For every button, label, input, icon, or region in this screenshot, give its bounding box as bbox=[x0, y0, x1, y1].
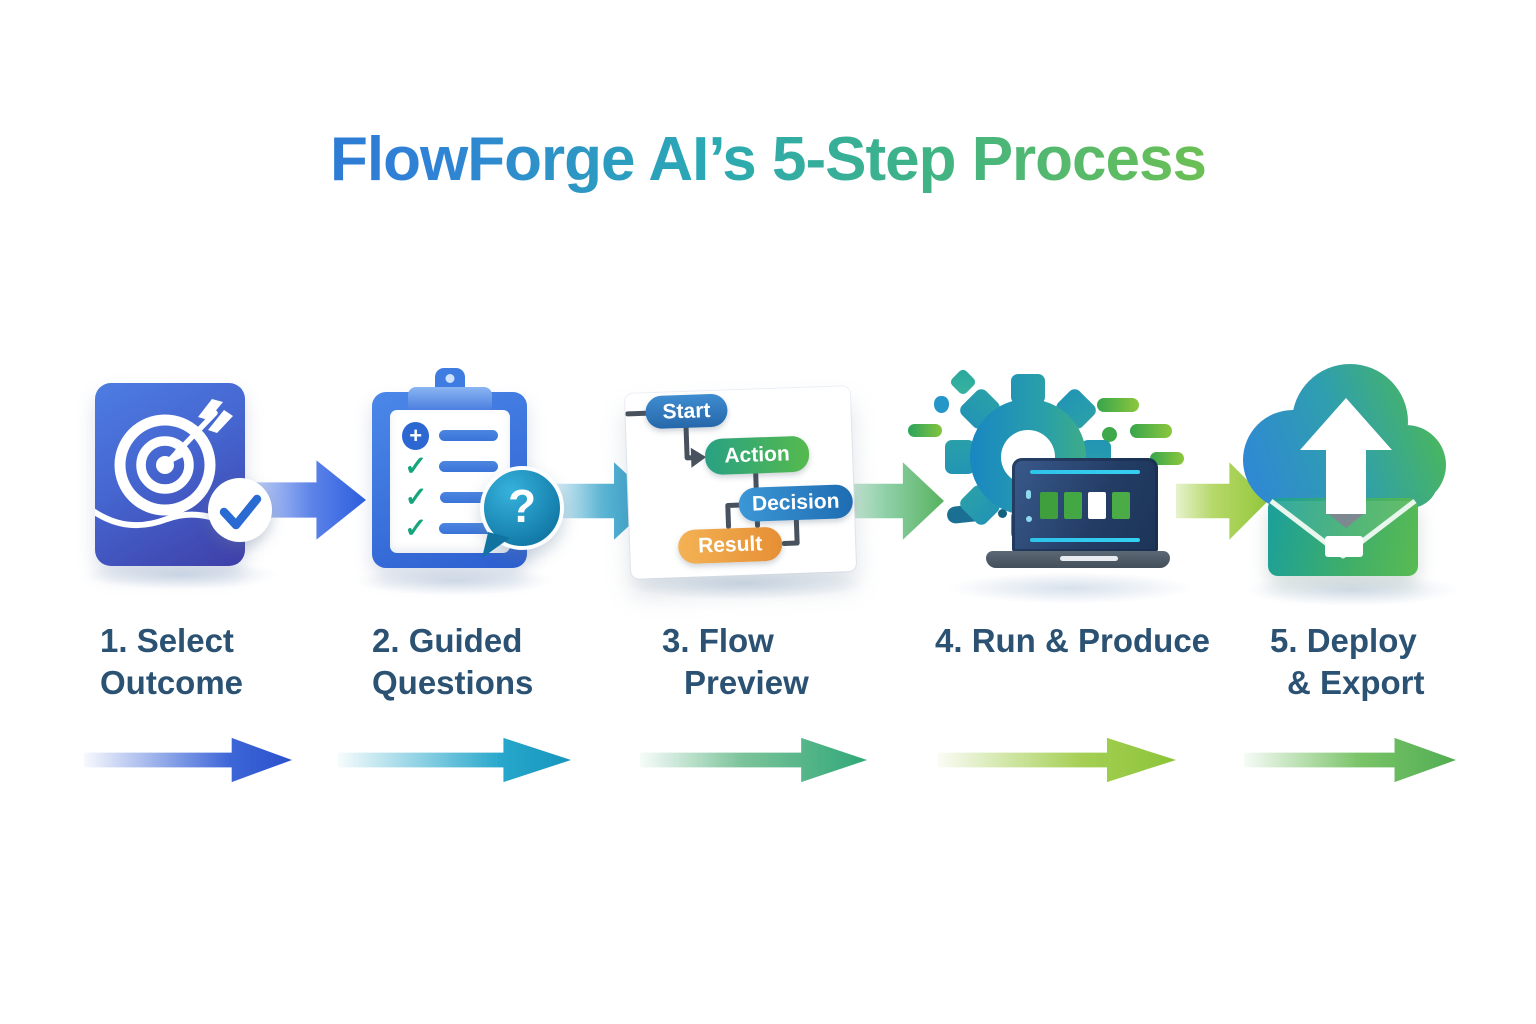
block-green bbox=[1064, 492, 1082, 519]
ground-shadow bbox=[355, 566, 555, 596]
clipboard-clip-icon bbox=[407, 387, 492, 413]
dash-deco-icon bbox=[1130, 424, 1172, 438]
progress-blocks-icon bbox=[1040, 492, 1130, 519]
flow-node-action: Action bbox=[704, 435, 810, 476]
ground-shadow bbox=[945, 572, 1195, 604]
laptop-trackpad bbox=[1059, 556, 1118, 561]
timeline-arrow-3-icon bbox=[640, 737, 867, 783]
laptop-base-icon bbox=[986, 551, 1170, 568]
step-label-4: 4. Run & Produce bbox=[935, 620, 1210, 662]
screen-line bbox=[1029, 538, 1141, 542]
step-label-5: 5. Deploy & Export bbox=[1270, 620, 1425, 704]
timeline-arrow-1-icon bbox=[84, 737, 292, 783]
checklist-row: ✓ bbox=[402, 453, 498, 480]
check-icon: ✓ bbox=[404, 482, 428, 512]
list-line bbox=[439, 430, 498, 441]
ground-shadow bbox=[1245, 574, 1460, 606]
flow-node-result: Result bbox=[677, 526, 783, 565]
list-line bbox=[439, 461, 498, 472]
drop-deco-icon bbox=[934, 396, 949, 413]
dot-deco-icon bbox=[1102, 427, 1117, 442]
timeline-arrow-5-icon bbox=[1244, 737, 1456, 783]
step-label-3: 3. Flow Preview bbox=[662, 620, 809, 704]
question-mark-icon: ? bbox=[507, 480, 537, 532]
step-label-line1: 3. Flow bbox=[662, 622, 774, 659]
screen-dot bbox=[1026, 516, 1032, 522]
plus-icon: + bbox=[402, 421, 430, 450]
block-green bbox=[1112, 492, 1130, 519]
check-icon: ✓ bbox=[404, 513, 427, 543]
list-line bbox=[440, 492, 494, 503]
step-label-line2: & Export bbox=[1287, 663, 1425, 701]
page-title: FlowForge AI’s 5-Step Process bbox=[0, 124, 1536, 195]
step-label-line2: Preview bbox=[684, 663, 809, 701]
check-icon: ✓ bbox=[404, 451, 427, 481]
dash-deco-icon bbox=[1097, 398, 1139, 412]
step-label-2: 2. Guided Questions bbox=[372, 620, 533, 704]
screen-line bbox=[1029, 470, 1141, 474]
step-label-1: 1. Select Outcome bbox=[100, 620, 243, 704]
step-label-line1: 4. Run & Produce bbox=[935, 622, 1211, 659]
envelope-slot bbox=[1325, 536, 1363, 557]
checklist-row: ✓ bbox=[402, 515, 498, 542]
block-green bbox=[1040, 492, 1058, 519]
step-arrow-3-icon bbox=[846, 462, 944, 540]
timeline-arrow-2-icon bbox=[338, 737, 571, 783]
question-bubble-icon: ? bbox=[480, 466, 564, 558]
step-label-line1: 1. Select bbox=[100, 622, 234, 659]
check-badge-icon bbox=[208, 478, 272, 542]
checklist-row: + bbox=[402, 421, 498, 450]
step-label-line2: Outcome bbox=[100, 663, 244, 701]
flow-connectors bbox=[625, 410, 800, 547]
timeline-arrow-4-icon bbox=[938, 737, 1176, 783]
flow-node-decision: Decision bbox=[738, 484, 854, 523]
flow-node-start: Start bbox=[644, 393, 729, 430]
list-line bbox=[439, 523, 498, 534]
laptop-screen-icon bbox=[1012, 458, 1158, 552]
flowchart-preview-icon: Start Action Decision Result bbox=[624, 386, 857, 579]
step-label-line1: 2. Guided bbox=[372, 622, 523, 659]
upload-arrow-icon bbox=[1300, 398, 1392, 528]
checkmark-icon bbox=[219, 494, 262, 530]
dash-deco-icon bbox=[908, 424, 942, 437]
step-label-line2: Questions bbox=[372, 663, 534, 701]
block-white bbox=[1088, 492, 1106, 519]
dash-deco-icon bbox=[1150, 452, 1184, 465]
checklist-row: ✓ bbox=[402, 484, 498, 511]
step-label-line1: 5. Deploy bbox=[1270, 622, 1417, 659]
dot-deco-icon bbox=[998, 509, 1007, 518]
screen-dot bbox=[1026, 490, 1031, 499]
